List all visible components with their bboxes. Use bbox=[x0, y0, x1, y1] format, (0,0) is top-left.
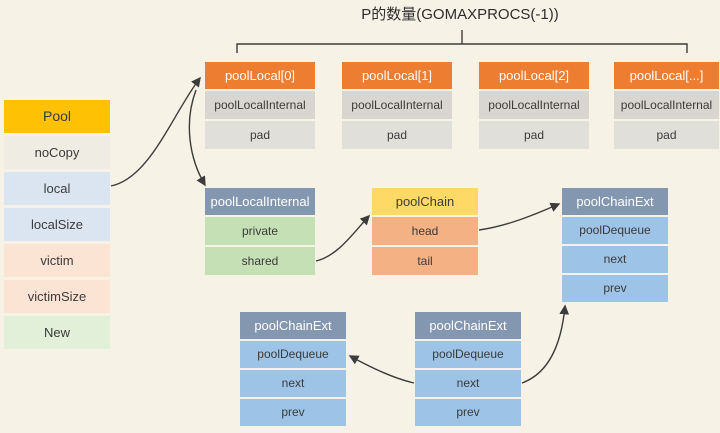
poolLocalInternal-box: poolLocalInternal private shared bbox=[205, 188, 315, 275]
pool-row-local: local bbox=[4, 172, 110, 205]
pool-row-new: New bbox=[4, 316, 110, 349]
pool-row-victimsize: victimSize bbox=[4, 280, 110, 313]
poolChain-row-head: head bbox=[372, 217, 478, 245]
pool-header: Pool bbox=[4, 100, 110, 133]
poolChainExt-bottom-right-header: poolChainExt bbox=[415, 312, 521, 339]
poolChainExt-bottom-right-box: poolChainExt poolDequeue next prev bbox=[415, 312, 521, 426]
poolChainExt-bottom-left-row-poolDequeue: poolDequeue bbox=[240, 341, 346, 368]
poolLocal-1-row-pad: pad bbox=[342, 121, 452, 149]
poolChainExt-bottom-left-box: poolChainExt poolDequeue next prev bbox=[240, 312, 346, 426]
poolLocal-2-header: poolLocal[2] bbox=[479, 62, 589, 89]
poolChainExt-bottom-left-header: poolChainExt bbox=[240, 312, 346, 339]
poolLocalInternal-row-shared: shared bbox=[205, 247, 315, 275]
arrow-next-to-poolChainExt-right bbox=[521, 304, 570, 384]
arrow-head-to-poolChainExt bbox=[478, 202, 561, 231]
arrow-prev-to-poolChainExt-left bbox=[348, 355, 415, 384]
poolLocal-2-box: poolLocal[2] poolLocalInternal pad bbox=[479, 62, 589, 149]
diagram-title: P的数量(GOMAXPROCS(-1)) bbox=[361, 6, 559, 23]
poolChain-row-tail: tail bbox=[372, 247, 478, 275]
poolLocal-n-row-internal: poolLocalInternal bbox=[614, 91, 719, 119]
poolChainExt-right-row-prev: prev bbox=[562, 275, 668, 302]
arrow-local-to-poolLocal0 bbox=[110, 76, 201, 187]
poolChainExt-bottom-right-row-poolDequeue: poolDequeue bbox=[415, 341, 521, 368]
poolLocal-0-row-internal: poolLocalInternal bbox=[205, 91, 315, 119]
poolLocalInternal-header: poolLocalInternal bbox=[205, 188, 315, 215]
poolLocalInternal-row-private: private bbox=[205, 217, 315, 245]
poolChainExt-right-row-poolDequeue: poolDequeue bbox=[562, 217, 668, 244]
pool-struct-box: Pool noCopy local localSize victim victi… bbox=[4, 100, 110, 349]
poolChainExt-right-box: poolChainExt poolDequeue next prev bbox=[562, 188, 668, 302]
poolLocal-0-row-pad: pad bbox=[205, 121, 315, 149]
poolLocal-2-row-internal: poolLocalInternal bbox=[479, 91, 589, 119]
poolLocal-n-row-pad: pad bbox=[614, 121, 719, 149]
poolChainExt-bottom-right-row-prev: prev bbox=[415, 399, 521, 426]
poolChain-box: poolChain head tail bbox=[372, 188, 478, 275]
poolLocal-0-header: poolLocal[0] bbox=[205, 62, 315, 89]
poolChainExt-right-header: poolChainExt bbox=[562, 188, 668, 215]
pool-row-localsize: localSize bbox=[4, 208, 110, 241]
arrow-shared-to-poolChain bbox=[315, 214, 371, 262]
poolChain-header: poolChain bbox=[372, 188, 478, 215]
poolLocal-0-box: poolLocal[0] poolLocalInternal pad bbox=[205, 62, 315, 149]
poolLocal-2-row-pad: pad bbox=[479, 121, 589, 149]
gomaxprocs-brace bbox=[236, 30, 688, 53]
poolChainExt-bottom-left-row-next: next bbox=[240, 370, 346, 397]
poolLocal-n-header: poolLocal[...] bbox=[614, 62, 719, 89]
pool-row-victim: victim bbox=[4, 244, 110, 277]
poolChainExt-right-row-next: next bbox=[562, 246, 668, 273]
pool-row-nocopy: noCopy bbox=[4, 136, 110, 169]
arrow-poolLocal0-to-poolLocalInternal bbox=[188, 89, 206, 187]
poolChainExt-bottom-right-row-next: next bbox=[415, 370, 521, 397]
poolLocal-1-box: poolLocal[1] poolLocalInternal pad bbox=[342, 62, 452, 149]
poolChainExt-bottom-left-row-prev: prev bbox=[240, 399, 346, 426]
poolLocal-1-header: poolLocal[1] bbox=[342, 62, 452, 89]
poolLocal-n-box: poolLocal[...] poolLocalInternal pad bbox=[614, 62, 719, 149]
poolLocal-1-row-internal: poolLocalInternal bbox=[342, 91, 452, 119]
